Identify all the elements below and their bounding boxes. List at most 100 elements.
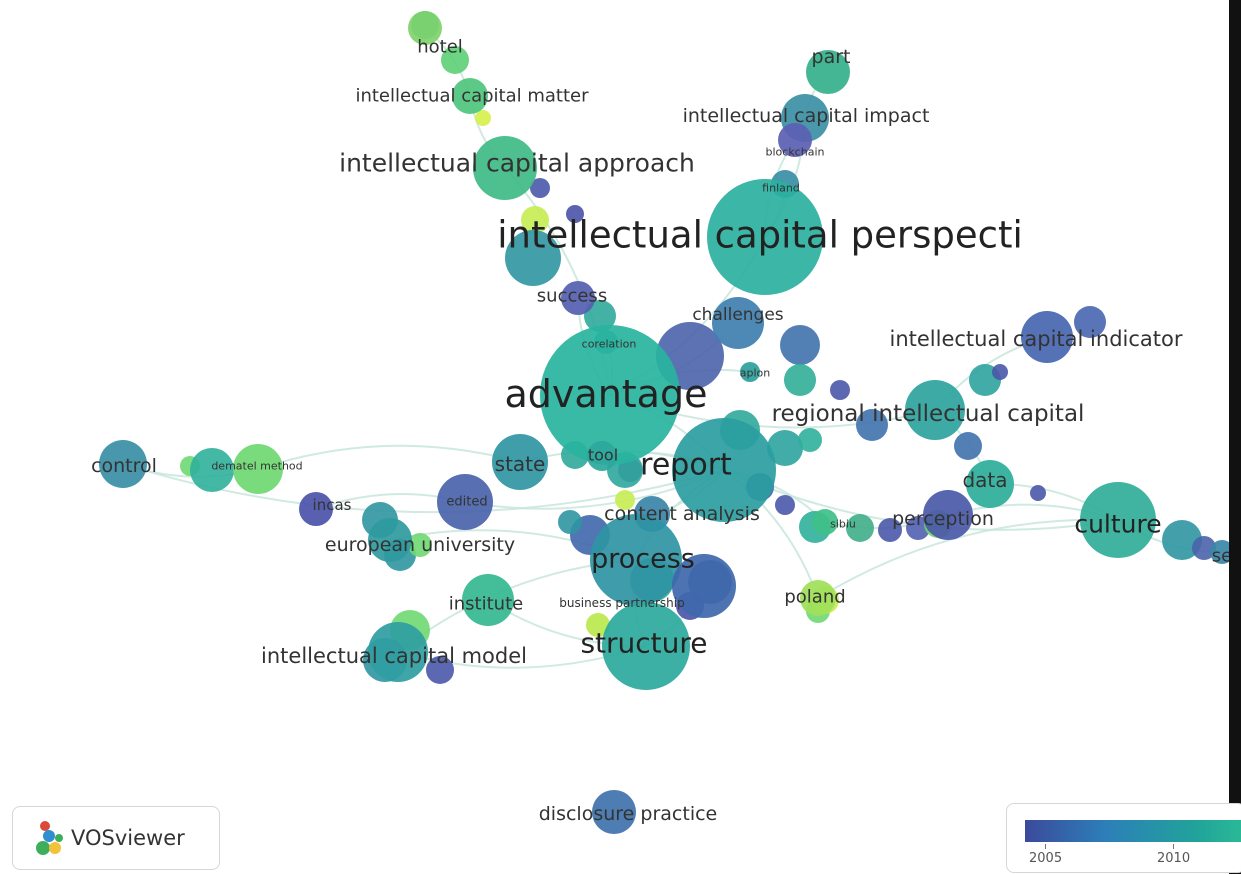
- minor-node-bubble: [830, 380, 850, 400]
- node-label-culture[interactable]: culture: [1074, 510, 1161, 539]
- label-layer: hotel intellectual capital matter intellec…: [91, 37, 1229, 826]
- node-bubble-disclosure[interactable]: [592, 790, 636, 834]
- node-bubble-tool[interactable]: [587, 441, 617, 471]
- node-bubble-structure[interactable]: [602, 602, 690, 690]
- node-bubble-state[interactable]: [492, 434, 548, 490]
- minor-node-bubble: [190, 448, 234, 492]
- node-label-icmodel[interactable]: intellectual capital model: [261, 644, 527, 668]
- minor-node-bubble: [780, 325, 820, 365]
- node-bubble-poland[interactable]: [800, 580, 836, 616]
- node-label-regional[interactable]: regional intellectual capital: [772, 401, 1085, 427]
- node-bubble-institute[interactable]: [462, 574, 514, 626]
- node-label-icmatter[interactable]: intellectual capital matter: [355, 86, 589, 107]
- edge-dematel-state: [257, 444, 521, 470]
- node-label-part[interactable]: part: [812, 46, 851, 68]
- node-bubble-sibiu[interactable]: [812, 509, 838, 535]
- node-label-process[interactable]: process: [591, 544, 695, 575]
- legend-tick-2010: [1173, 844, 1174, 849]
- node-bubble-culture[interactable]: [1080, 482, 1156, 558]
- node-label-bizpartnership[interactable]: business partnership: [559, 596, 684, 610]
- node-label-icperspective[interactable]: intellectual capital perspecti: [497, 214, 1022, 257]
- node-bubble-icperspective[interactable]: [707, 179, 823, 295]
- node-bubble-bizpartnership[interactable]: [672, 554, 736, 618]
- node-bubble-control[interactable]: [99, 440, 147, 488]
- node-bubble-cutoff[interactable]: [1210, 540, 1229, 564]
- node-bubble-blockchain[interactable]: [778, 123, 812, 157]
- node-label-icindicator[interactable]: intellectual capital indicator: [890, 327, 1183, 351]
- node-bubble-data[interactable]: [966, 460, 1014, 508]
- node-label-dematel[interactable]: dematel method: [211, 460, 302, 473]
- node-label-advantage[interactable]: advantage: [505, 372, 708, 416]
- minor-node-bubble: [530, 178, 550, 198]
- node-label-corelation[interactable]: corelation: [582, 338, 637, 351]
- node-label-challenges[interactable]: challenges: [692, 305, 783, 325]
- minor-node-bubble: [408, 533, 432, 557]
- node-label-incas[interactable]: incas: [313, 496, 352, 514]
- minor-node-bubble: [521, 206, 549, 234]
- node-label-sibiu[interactable]: sibiu: [830, 518, 856, 531]
- node-bubble-icmodel[interactable]: [368, 622, 428, 682]
- node-label-icapproach[interactable]: intellectual capital approach: [339, 149, 695, 178]
- node-bubble-incas[interactable]: [299, 492, 333, 526]
- node-label-edited[interactable]: edited: [446, 495, 487, 510]
- node-bubble-dematel[interactable]: [233, 444, 283, 494]
- node-bubble-report[interactable]: [672, 418, 776, 522]
- node-label-hotel[interactable]: hotel: [417, 37, 463, 58]
- legend-tick-2005: [1045, 844, 1046, 849]
- node-bubble-icmatter[interactable]: [452, 78, 488, 114]
- minor-node-bubble: [426, 656, 454, 684]
- node-label-icimpact[interactable]: intellectual capital impact: [683, 105, 930, 127]
- window-border: [1229, 0, 1241, 874]
- minor-node-bubble: [798, 428, 822, 452]
- legend-label-2010: 2010: [1157, 851, 1191, 866]
- node-label-aplon[interactable]: aplon: [740, 367, 771, 380]
- node-label-poland[interactable]: poland: [784, 587, 845, 608]
- node-bubble-challenges[interactable]: [712, 297, 764, 349]
- node-bubble-icapproach[interactable]: [473, 136, 537, 200]
- minor-node-bubble: [846, 514, 874, 542]
- node-label-blockchain[interactable]: blockchain: [766, 146, 825, 159]
- node-label-control[interactable]: control: [91, 455, 157, 477]
- node-label-finland[interactable]: finland: [762, 182, 800, 195]
- node-label-perception[interactable]: perception: [892, 508, 994, 530]
- minor-node-bubble: [767, 430, 803, 466]
- node-label-cutoff[interactable]: se: [1212, 546, 1229, 567]
- node-bubble-aplon[interactable]: [740, 362, 760, 382]
- color-scale-bar: [1025, 820, 1241, 842]
- node-label-state[interactable]: state: [495, 452, 546, 476]
- minor-node-bubble: [1162, 520, 1202, 560]
- node-label-structure[interactable]: structure: [580, 627, 707, 660]
- node-bubble-success[interactable]: [561, 281, 595, 315]
- node-bubble-icindicator[interactable]: [1021, 311, 1073, 363]
- node-bubble-edited[interactable]: [437, 474, 493, 530]
- minor-node-bubble: [954, 432, 982, 460]
- node-label-europeanuniv[interactable]: european university: [325, 534, 515, 556]
- node-label-success[interactable]: success: [537, 286, 607, 307]
- year-color-legend: 2005 2010: [1006, 803, 1241, 873]
- minor-node-bubble: [1074, 306, 1106, 338]
- minor-node-bubble: [1030, 485, 1046, 501]
- node-bubble-regional[interactable]: [905, 380, 965, 440]
- minor-node-bubble: [475, 110, 491, 126]
- node-label-disclosure[interactable]: disclosure practice: [539, 803, 717, 825]
- node-label-tool[interactable]: tool: [588, 446, 618, 465]
- node-bubble-europeanuniv[interactable]: [368, 518, 412, 562]
- node-label-report[interactable]: report: [640, 448, 732, 483]
- node-bubble-perception[interactable]: [923, 490, 973, 540]
- minor-node-bubble: [856, 409, 888, 441]
- minor-node-bubble: [505, 230, 561, 286]
- node-bubble-advantage[interactable]: [540, 325, 680, 465]
- edge-poland-culture: [817, 518, 1119, 599]
- vosviewer-logo[interactable]: VOSviewer: [12, 806, 220, 870]
- node-label-data[interactable]: data: [962, 468, 1007, 492]
- node-label-institute[interactable]: institute: [449, 594, 523, 615]
- node-bubble-process[interactable]: [590, 514, 682, 606]
- minor-node-bubble: [775, 495, 795, 515]
- node-label-contentanalysis[interactable]: content analysis: [604, 503, 760, 525]
- node-bubble-hotel[interactable]: [408, 11, 442, 45]
- minor-node-bubble: [878, 518, 902, 542]
- vosviewer-logo-icon: [36, 821, 63, 855]
- node-bubble-part[interactable]: [806, 50, 850, 94]
